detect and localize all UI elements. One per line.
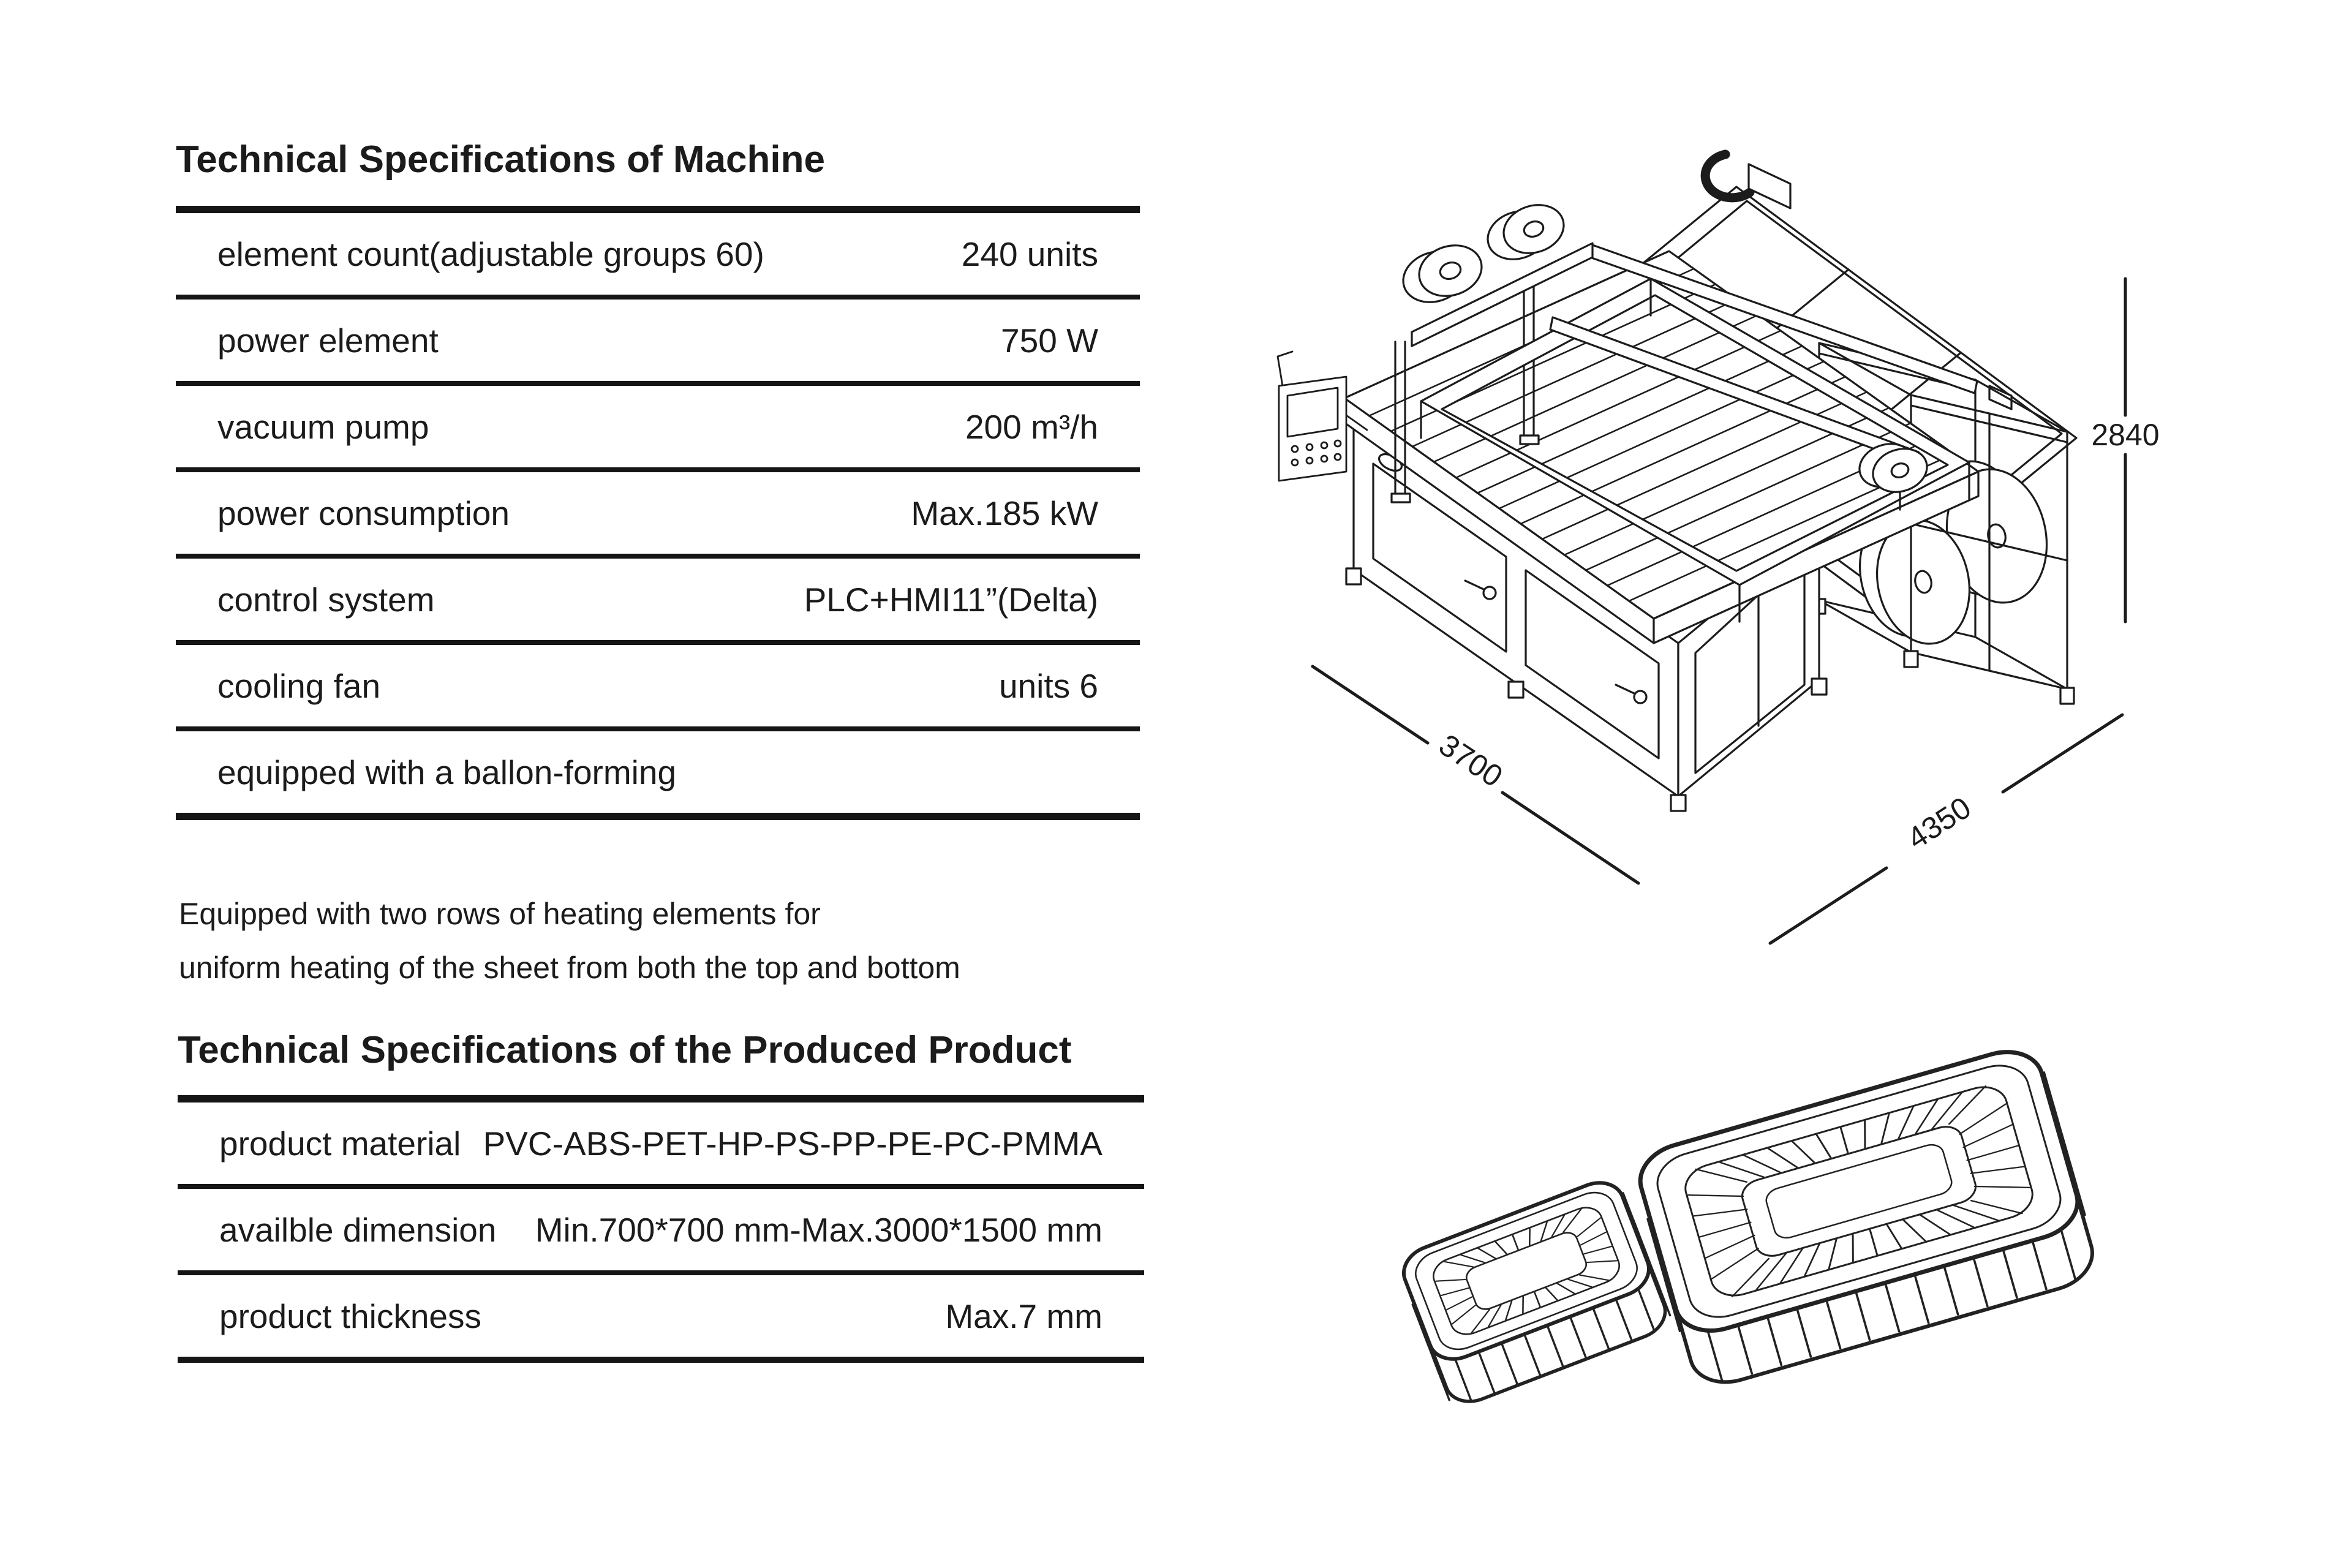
spec-label: equipped with a ballon-forming [217, 753, 677, 791]
spec-value: Max.7 mm [945, 1297, 1102, 1335]
produced-trays-drawing [1390, 1011, 2156, 1403]
spec-row: power consumption Max.185 kW [176, 472, 1140, 559]
spec-label: power element [217, 321, 439, 360]
spec-row: product material PVC-ABS-PET-HP-PS-PP-PE… [178, 1102, 1144, 1189]
spec-value: 200 m³/h [965, 407, 1098, 446]
cabinet-door-left [1372, 462, 1507, 653]
spec-row: power element 750 W [176, 300, 1140, 386]
machine-spec-table: element count(adjustable groups 60) 240 … [176, 206, 1140, 820]
tray-ribs [1434, 1208, 1618, 1334]
product-table-title: Technical Specifications of the Produced… [178, 1029, 1072, 1071]
spec-label: element count(adjustable groups 60) [217, 235, 764, 273]
dim-right-line [1768, 866, 1888, 945]
machine-note-line1: Equipped with two rows of heating elemen… [179, 897, 821, 931]
spec-value: 750 W [1001, 321, 1098, 360]
spec-value: units 6 [998, 666, 1098, 705]
dim-left-line [1311, 665, 1430, 745]
door-handle [1482, 586, 1497, 600]
spec-row: availble dimension Min.700*700 mm-Max.30… [178, 1189, 1144, 1275]
machine-note: Equipped with two rows of heating elemen… [179, 887, 960, 995]
spec-label: availble dimension [219, 1210, 497, 1249]
spec-label: power consumption [217, 494, 510, 532]
machine-cabinet [1345, 415, 1828, 812]
spec-label: product material [219, 1124, 461, 1163]
spec-row: cooling fan units 6 [176, 645, 1140, 731]
spec-label: control system [217, 580, 435, 619]
dim-right-label: 4350 [1901, 790, 1977, 856]
spec-row: control system PLC+HMI11”(Delta) [176, 559, 1140, 645]
tray-small [1395, 1174, 1672, 1403]
product-spec-table: product material PVC-ABS-PET-HP-PS-PP-PE… [178, 1095, 1144, 1363]
spec-value: PLC+HMI11”(Delta) [804, 580, 1098, 619]
spec-row: element count(adjustable groups 60) 240 … [176, 213, 1140, 300]
spec-value: PVC-ABS-PET-HP-PS-PP-PE-PC-PMMA [483, 1124, 1102, 1163]
thermoforming-machine-drawing: 2840 3700 4350 [1276, 149, 2160, 945]
film-guide-hook [1700, 149, 1755, 203]
spec-row: vacuum pump 200 m³/h [176, 386, 1140, 472]
spec-value: Max.185 kW [911, 494, 1098, 532]
machine-table-title: Technical Specifications of Machine [176, 138, 825, 181]
spec-label: vacuum pump [217, 407, 429, 446]
door-handle [1633, 690, 1648, 704]
hmi-panel [1276, 350, 1368, 482]
hmi-screen [1286, 386, 1339, 438]
unwinder-tower [1390, 276, 1540, 503]
tray-large [1630, 1042, 2102, 1392]
spec-label: product thickness [219, 1297, 481, 1335]
guide-roller [1858, 443, 1928, 511]
cabinet-door-right [1525, 569, 1660, 760]
spec-row: product thickness Max.7 mm [178, 1275, 1144, 1363]
machine-note-line2: uniform heating of the sheet from both t… [179, 951, 960, 985]
tray-ribs [1687, 1085, 2031, 1297]
film-reels [1402, 204, 1594, 347]
spec-value: Min.700*700 mm-Max.3000*1500 mm [535, 1210, 1102, 1249]
dim-left-label: 3700 [1433, 728, 1509, 794]
film-roll-front [1858, 511, 1971, 645]
spec-label: cooling fan [217, 666, 381, 705]
spec-value: 240 units [961, 235, 1098, 273]
dimension-lines [1311, 277, 2127, 945]
dim-height-label: 2840 [2091, 418, 2159, 452]
spec-row: equipped with a ballon-forming [176, 731, 1140, 820]
